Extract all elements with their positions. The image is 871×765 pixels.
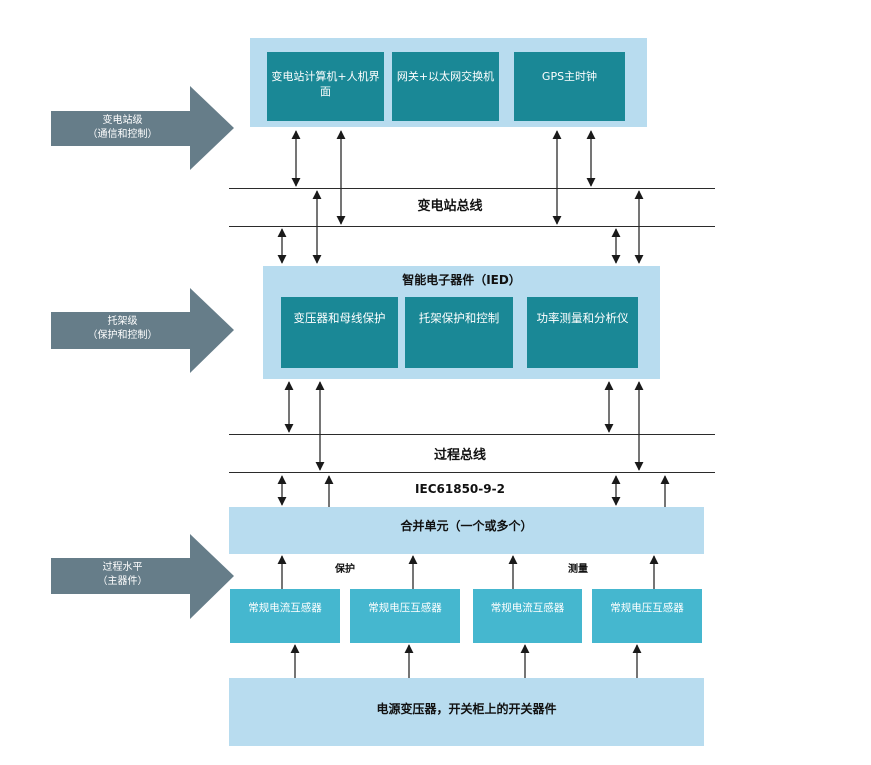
transformer-busbar-protection-box[interactable]: 变压器和母线保护 <box>281 297 398 368</box>
station-level-panel: 变电站计算机+人机界面 网关+以太网交换机 GPS主时钟 <box>250 38 647 127</box>
level-subtitle: （保护和控制） <box>87 330 158 341</box>
level-arrow-bay <box>51 288 234 373</box>
station-bus-line-top <box>229 188 715 189</box>
merging-unit-panel[interactable]: 合并单元（一个或多个） <box>229 507 704 554</box>
box-label: 托架保护和控制 <box>418 311 500 325</box>
box-label: 网关+以太网交换机 <box>396 70 495 83</box>
sensor-label: 常规电压互感器 <box>368 602 442 614</box>
level-title: 托架级 <box>107 316 138 327</box>
station-computer-hmi-box[interactable]: 变电站计算机+人机界面 <box>267 52 384 121</box>
process-bus-line-bottom <box>229 472 715 473</box>
level-title: 过程水平 <box>102 562 143 573</box>
ied-panel: 智能电子器件（IED） 变压器和母线保护 托架保护和控制 功率测量和分析仪 <box>263 266 660 379</box>
station-bus-label: 变电站总线 <box>417 199 483 214</box>
level-label-process: 过程水平 （主器件） <box>60 561 185 589</box>
sensor-voltage-transformer-1[interactable]: 常规电压互感器 <box>350 589 460 643</box>
group-tag-measurement: 测量 <box>568 564 588 575</box>
sensor-current-transformer-2[interactable]: 常规电流互感器 <box>473 589 582 643</box>
power-meter-analyzer-box[interactable]: 功率测量和分析仪 <box>527 297 638 368</box>
process-bus-line-top <box>229 434 715 435</box>
level-subtitle: （通信和控制） <box>87 129 158 140</box>
sensor-label: 常规电流互感器 <box>490 602 565 614</box>
gps-master-clock-box[interactable]: GPS主时钟 <box>514 52 625 121</box>
bay-protection-control-box[interactable]: 托架保护和控制 <box>405 297 513 368</box>
primary-equipment-label: 电源变压器，开关柜上的开关器件 <box>376 702 557 716</box>
primary-equipment-panel[interactable]: 电源变压器，开关柜上的开关器件 <box>229 678 704 746</box>
level-label-bay: 托架级 （保护和控制） <box>60 315 185 343</box>
sensor-current-transformer-1[interactable]: 常规电流互感器 <box>230 589 340 643</box>
sensor-label: 常规电流互感器 <box>248 602 322 614</box>
box-label: 功率测量和分析仪 <box>536 311 629 325</box>
merging-unit-label: 合并单元（一个或多个） <box>400 519 533 533</box>
ied-panel-title: 智能电子器件（IED） <box>402 273 521 287</box>
process-bus-label: 过程总线 <box>433 448 486 463</box>
level-subtitle: （主器件） <box>97 576 148 587</box>
group-tag-protection: 保护 <box>335 564 355 575</box>
level-title: 变电站级 <box>102 115 143 126</box>
box-label: 变电站计算机+人机界面 <box>271 70 380 98</box>
station-bus-line-bottom <box>229 226 715 227</box>
sensor-voltage-transformer-2[interactable]: 常规电压互感器 <box>592 589 702 643</box>
gateway-ethernet-switch-box[interactable]: 网关+以太网交换机 <box>392 52 499 121</box>
sensor-label: 常规电压互感器 <box>610 602 684 614</box>
box-label: 变压器和母线保护 <box>293 311 386 325</box>
level-arrow-process <box>51 534 234 619</box>
level-label-station: 变电站级 （通信和控制） <box>60 114 185 142</box>
process-bus-protocol: IEC61850-9-2 <box>415 482 505 496</box>
box-label: GPS主时钟 <box>541 70 598 83</box>
level-arrow-station <box>51 86 234 170</box>
